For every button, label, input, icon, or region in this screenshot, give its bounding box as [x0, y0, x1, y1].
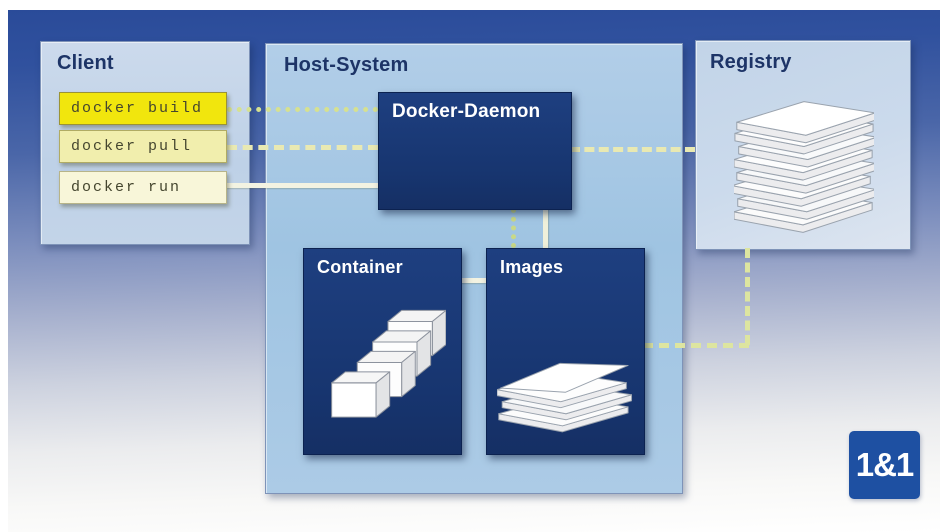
docker-run-command: docker run [59, 171, 227, 204]
docker-daemon-box: Docker-Daemon [378, 92, 572, 210]
one-and-one-logo-text: 1&1 [855, 446, 915, 483]
image-layers-icon [496, 337, 635, 437]
images-title: Images [500, 257, 564, 277]
container-boxes-icon [318, 297, 447, 445]
client-title: Client [57, 52, 114, 74]
docker-build-label: docker build [71, 100, 204, 117]
connector-daemon-registry-dashed [570, 147, 695, 152]
container-title: Container [317, 257, 403, 277]
docker-pull-label: docker pull [71, 138, 193, 155]
connector-run-solid [227, 183, 378, 188]
docker-run-label: docker run [71, 179, 182, 196]
one-and-one-logo: 1&1 [849, 431, 920, 499]
connector-daemon-images-solid [543, 208, 548, 248]
host-system-title: Host-System [284, 54, 409, 76]
docker-build-command: docker build [59, 92, 227, 125]
connector-pull-dashed-left [227, 145, 378, 150]
connector-daemon-images-dotted [511, 208, 516, 248]
docker-daemon-title: Docker-Daemon [392, 101, 541, 122]
registry-title: Registry [710, 51, 792, 73]
registry-panel: Registry [695, 40, 911, 250]
connector-registry-down-dashed [745, 248, 750, 345]
registry-stack-icon [731, 97, 878, 237]
container-box: Container [303, 248, 462, 455]
images-box: Images [486, 248, 645, 455]
connector-build-dotted [227, 107, 378, 112]
connector-registry-images-dashed [643, 343, 749, 348]
connector-container-images [460, 278, 486, 283]
docker-pull-command: docker pull [59, 130, 227, 163]
